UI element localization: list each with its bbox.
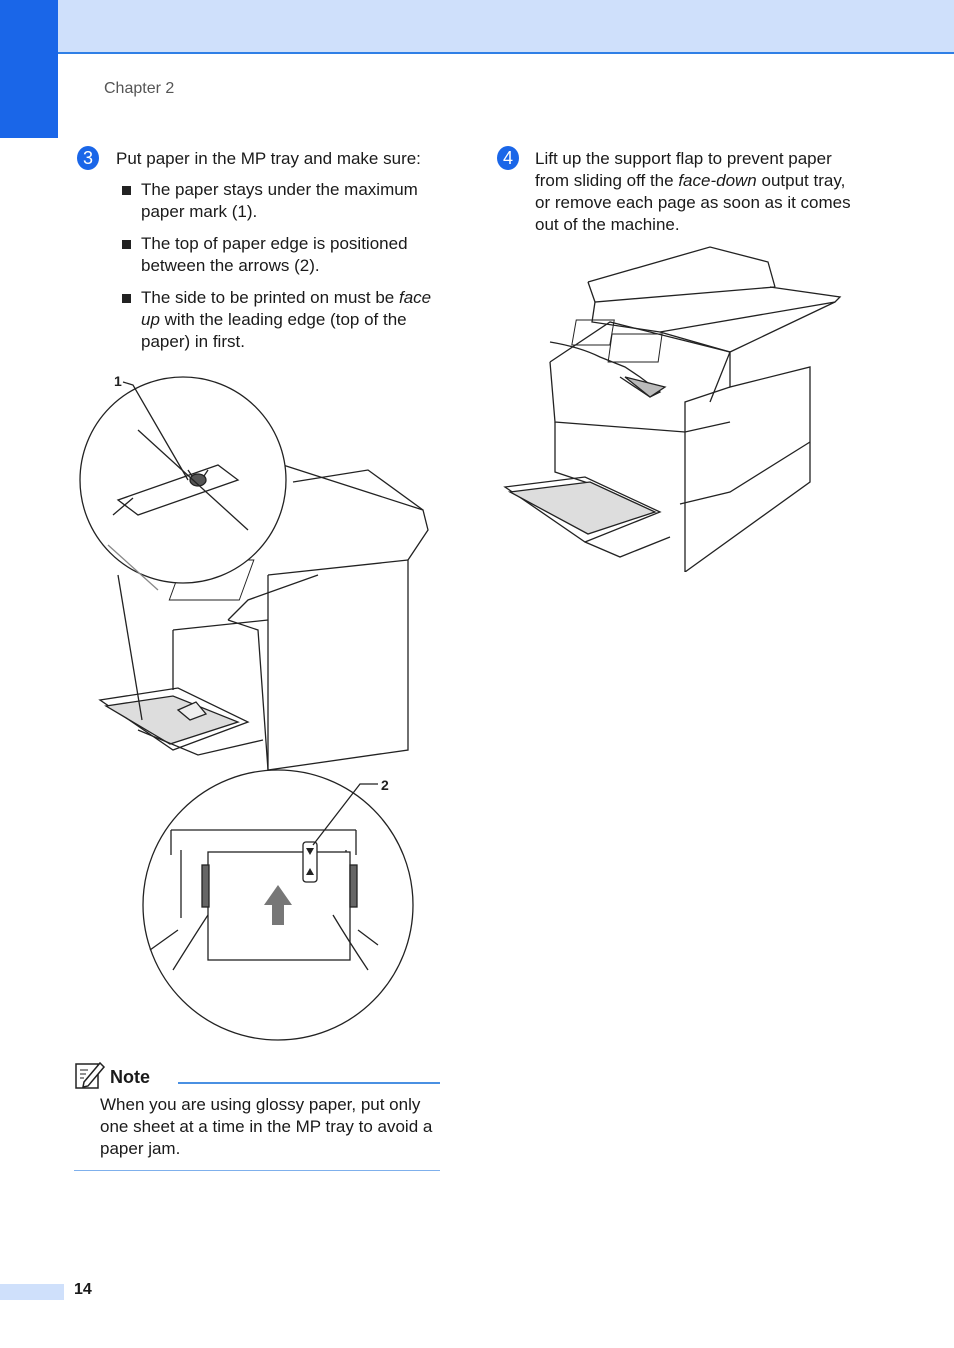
bullet-text-pre: The side to be printed on must be — [141, 288, 395, 307]
note-text: When you are using glossy paper, put onl… — [100, 1095, 433, 1158]
step4-text-pre: Lift up the support flap to prevent pape… — [535, 149, 832, 190]
printer-body-outline — [227, 464, 429, 771]
page-number: 14 — [74, 1281, 92, 1298]
step4-text: Lift up the support flap to prevent pape… — [535, 148, 865, 236]
step3-bullet-2: The top of paper edge is positioned betw… — [122, 233, 441, 277]
paper-stack — [507, 481, 657, 535]
note-title: Note — [110, 1067, 150, 1087]
bullet-text: The top of paper edge is positioned betw… — [141, 234, 408, 275]
header-band — [0, 0, 954, 54]
note-rule — [178, 1082, 440, 1084]
magnifier-1 — [79, 376, 287, 584]
callout-2: 2 — [381, 777, 389, 793]
note-pencil-icon — [75, 1061, 106, 1089]
step3-intro: Put paper in the MP tray and make sure: — [116, 149, 421, 168]
step-number-4: 4 — [497, 146, 519, 170]
step4-text-post: output tray, or remove each page as soon… — [535, 171, 851, 234]
note-box: Note When you are using glossy paper, pu… — [74, 1058, 440, 1172]
bullet-text: The paper stays under the maximum paper … — [141, 180, 418, 221]
bullet-text-post: with the leading edge (top of the paper)… — [141, 310, 407, 351]
step3-bullet-3: The side to be printed on must be face u… — [122, 287, 441, 353]
mp-tray — [503, 476, 662, 543]
bullet-square-icon — [122, 294, 131, 303]
mp-tray — [98, 687, 250, 751]
step3-bullet-1: The paper stays under the maximum paper … — [122, 179, 441, 223]
note-bottom-rule — [74, 1170, 440, 1171]
step-number-3: 3 — [77, 146, 99, 170]
paper-stack — [104, 695, 240, 745]
chapter-tab — [0, 0, 58, 138]
scanner-lid — [587, 246, 776, 288]
bullet-square-icon — [122, 240, 131, 249]
bullet-text-emphasis: face up — [141, 288, 432, 329]
step3-illustration: 1 2 — [79, 373, 429, 1041]
step4-text-emphasis: face-down — [678, 171, 757, 190]
bullet-square-icon — [122, 186, 131, 195]
chapter-label: Chapter 2 — [104, 80, 175, 97]
step4-illustration — [503, 246, 842, 572]
callout-1: 1 — [114, 373, 122, 389]
insert-direction-arrow-icon — [264, 885, 292, 925]
footer-band — [0, 1284, 64, 1300]
